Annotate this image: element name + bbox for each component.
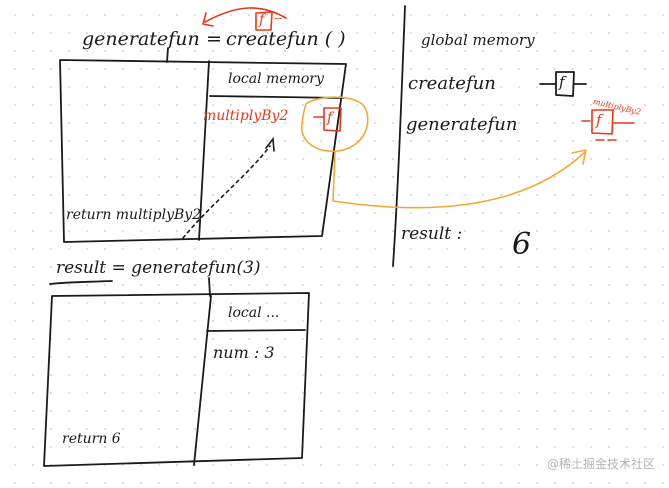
frame1-call-pointer [166, 47, 169, 63]
global-gen-box [581, 109, 635, 135]
frame2-divider [193, 295, 212, 466]
global-result-name: result : [401, 224, 463, 244]
global-createfun-name: createfun [408, 73, 496, 94]
frame1-binding-name: multiplyBy2 [203, 108, 289, 124]
global-createfun-fn-label: f [559, 73, 565, 91]
frame1-border [59, 59, 347, 243]
frame1-divider [198, 60, 210, 241]
top-curl-arrow [204, 7, 287, 23]
second-call-text: result = generatefun(3) [56, 258, 261, 278]
top-fn-box [255, 11, 273, 31]
return-arrow-line [182, 145, 271, 239]
closure-link-line [332, 151, 586, 209]
top-equals-text: = [206, 28, 222, 50]
top-fn-label: f [259, 12, 265, 28]
global-generatefun-name: generatefun [406, 114, 518, 135]
global-divider [392, 5, 406, 267]
top-fn-dashes: -- [274, 11, 283, 25]
closure-link-arrowhead [571, 149, 587, 165]
frame2-header: local ... [228, 305, 280, 321]
result-underline [49, 280, 113, 285]
frame2-param-text: num : 3 [213, 343, 275, 362]
return-arrow-head [265, 136, 275, 152]
frame1-header: local memory [228, 71, 324, 87]
frame2-call-pointer [208, 277, 211, 297]
top-call-text: createfun ( ) [226, 28, 346, 50]
frame1-fn-box [313, 107, 342, 132]
global-createfun-box [539, 71, 587, 97]
global-result-value: 6 [512, 227, 532, 262]
closure-circle [301, 96, 369, 152]
frame2-border [43, 292, 310, 467]
top-curl-arrowhead [202, 12, 214, 27]
frame2-return-text: return 6 [62, 431, 121, 447]
frame1-return-text: return multiplyBy2 [66, 207, 202, 223]
frame2-header-rule [206, 329, 306, 332]
global-memory-header: global memory [421, 31, 535, 49]
frame1-fn-label: f [327, 110, 333, 126]
global-generatefun-fn-label: f [596, 111, 602, 129]
top-variable-text: generatefun [82, 28, 200, 50]
watermark: @稀土掘金技术社区 [546, 457, 655, 471]
